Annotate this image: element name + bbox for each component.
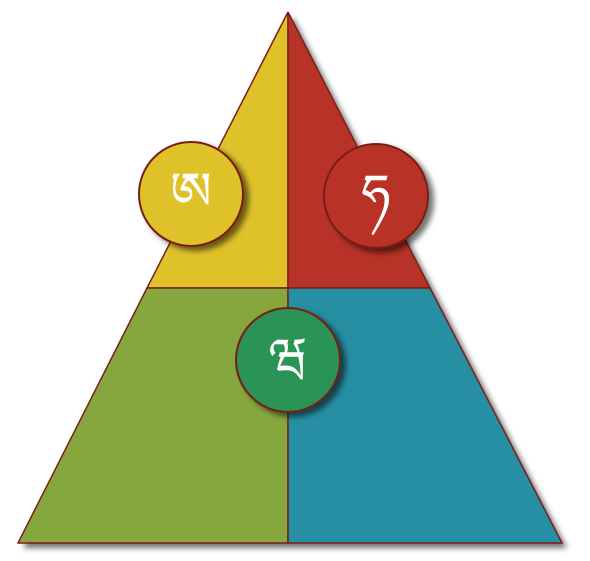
circle-top-left: ཨ bbox=[138, 141, 244, 247]
circle-top-left-label: ཨ bbox=[170, 162, 212, 222]
quadrant-bottom-right bbox=[287, 287, 564, 544]
circle-top-right: ཧ bbox=[323, 143, 429, 249]
circle-center-label: ཝ bbox=[269, 328, 308, 388]
circle-center: ཝ bbox=[235, 307, 341, 413]
